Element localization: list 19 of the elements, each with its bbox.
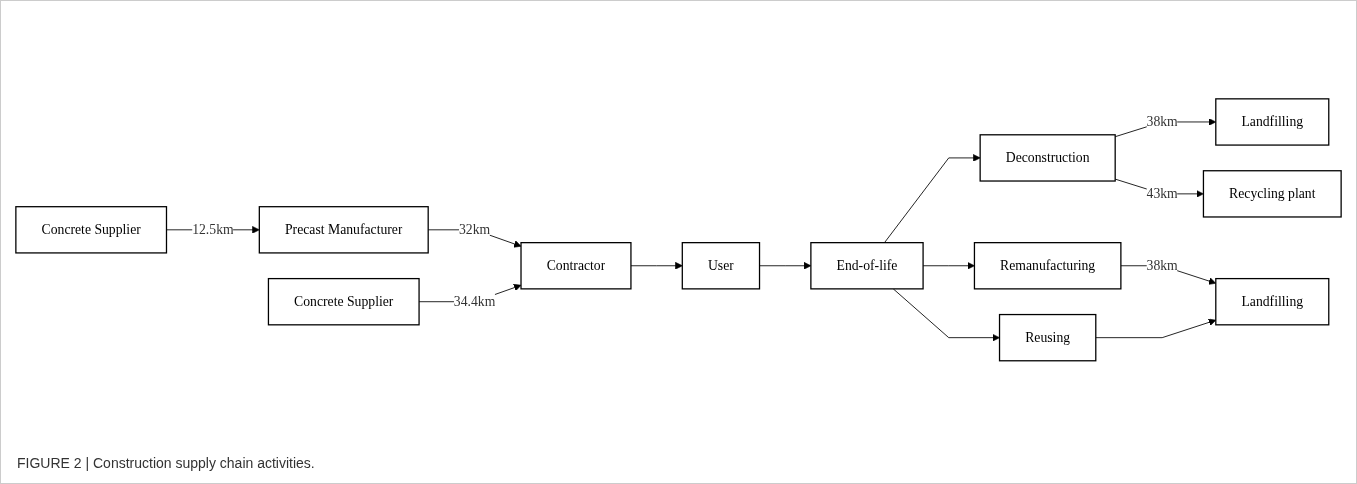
node-box: Contractor xyxy=(520,242,632,290)
node-box: Deconstruction xyxy=(979,134,1116,182)
node-box: End-of-life xyxy=(810,242,924,290)
node-box: Reusing xyxy=(998,314,1097,362)
node-box: Precast Manufacturer xyxy=(258,206,429,254)
edge-label: 38km xyxy=(1146,114,1178,129)
node-box: Concrete Supplier xyxy=(15,206,168,254)
edge-label: 12.5km xyxy=(192,222,234,237)
node-box: Remanufacturing xyxy=(973,242,1122,290)
node-box: Landfilling xyxy=(1215,278,1330,326)
edge-label: 38km xyxy=(1146,258,1178,273)
node-box: User xyxy=(681,242,761,290)
edge-label: 43km xyxy=(1146,186,1178,201)
node-box: Landfilling xyxy=(1215,98,1330,146)
edge-label: 34.4km xyxy=(453,294,496,309)
figure-caption: FIGURE 2 | Construction supply chain activities. xyxy=(16,454,316,473)
node-box: Recycling plant xyxy=(1202,170,1342,218)
node-box: Concrete Supplier xyxy=(267,278,420,326)
edge-label: 32km xyxy=(459,222,491,237)
